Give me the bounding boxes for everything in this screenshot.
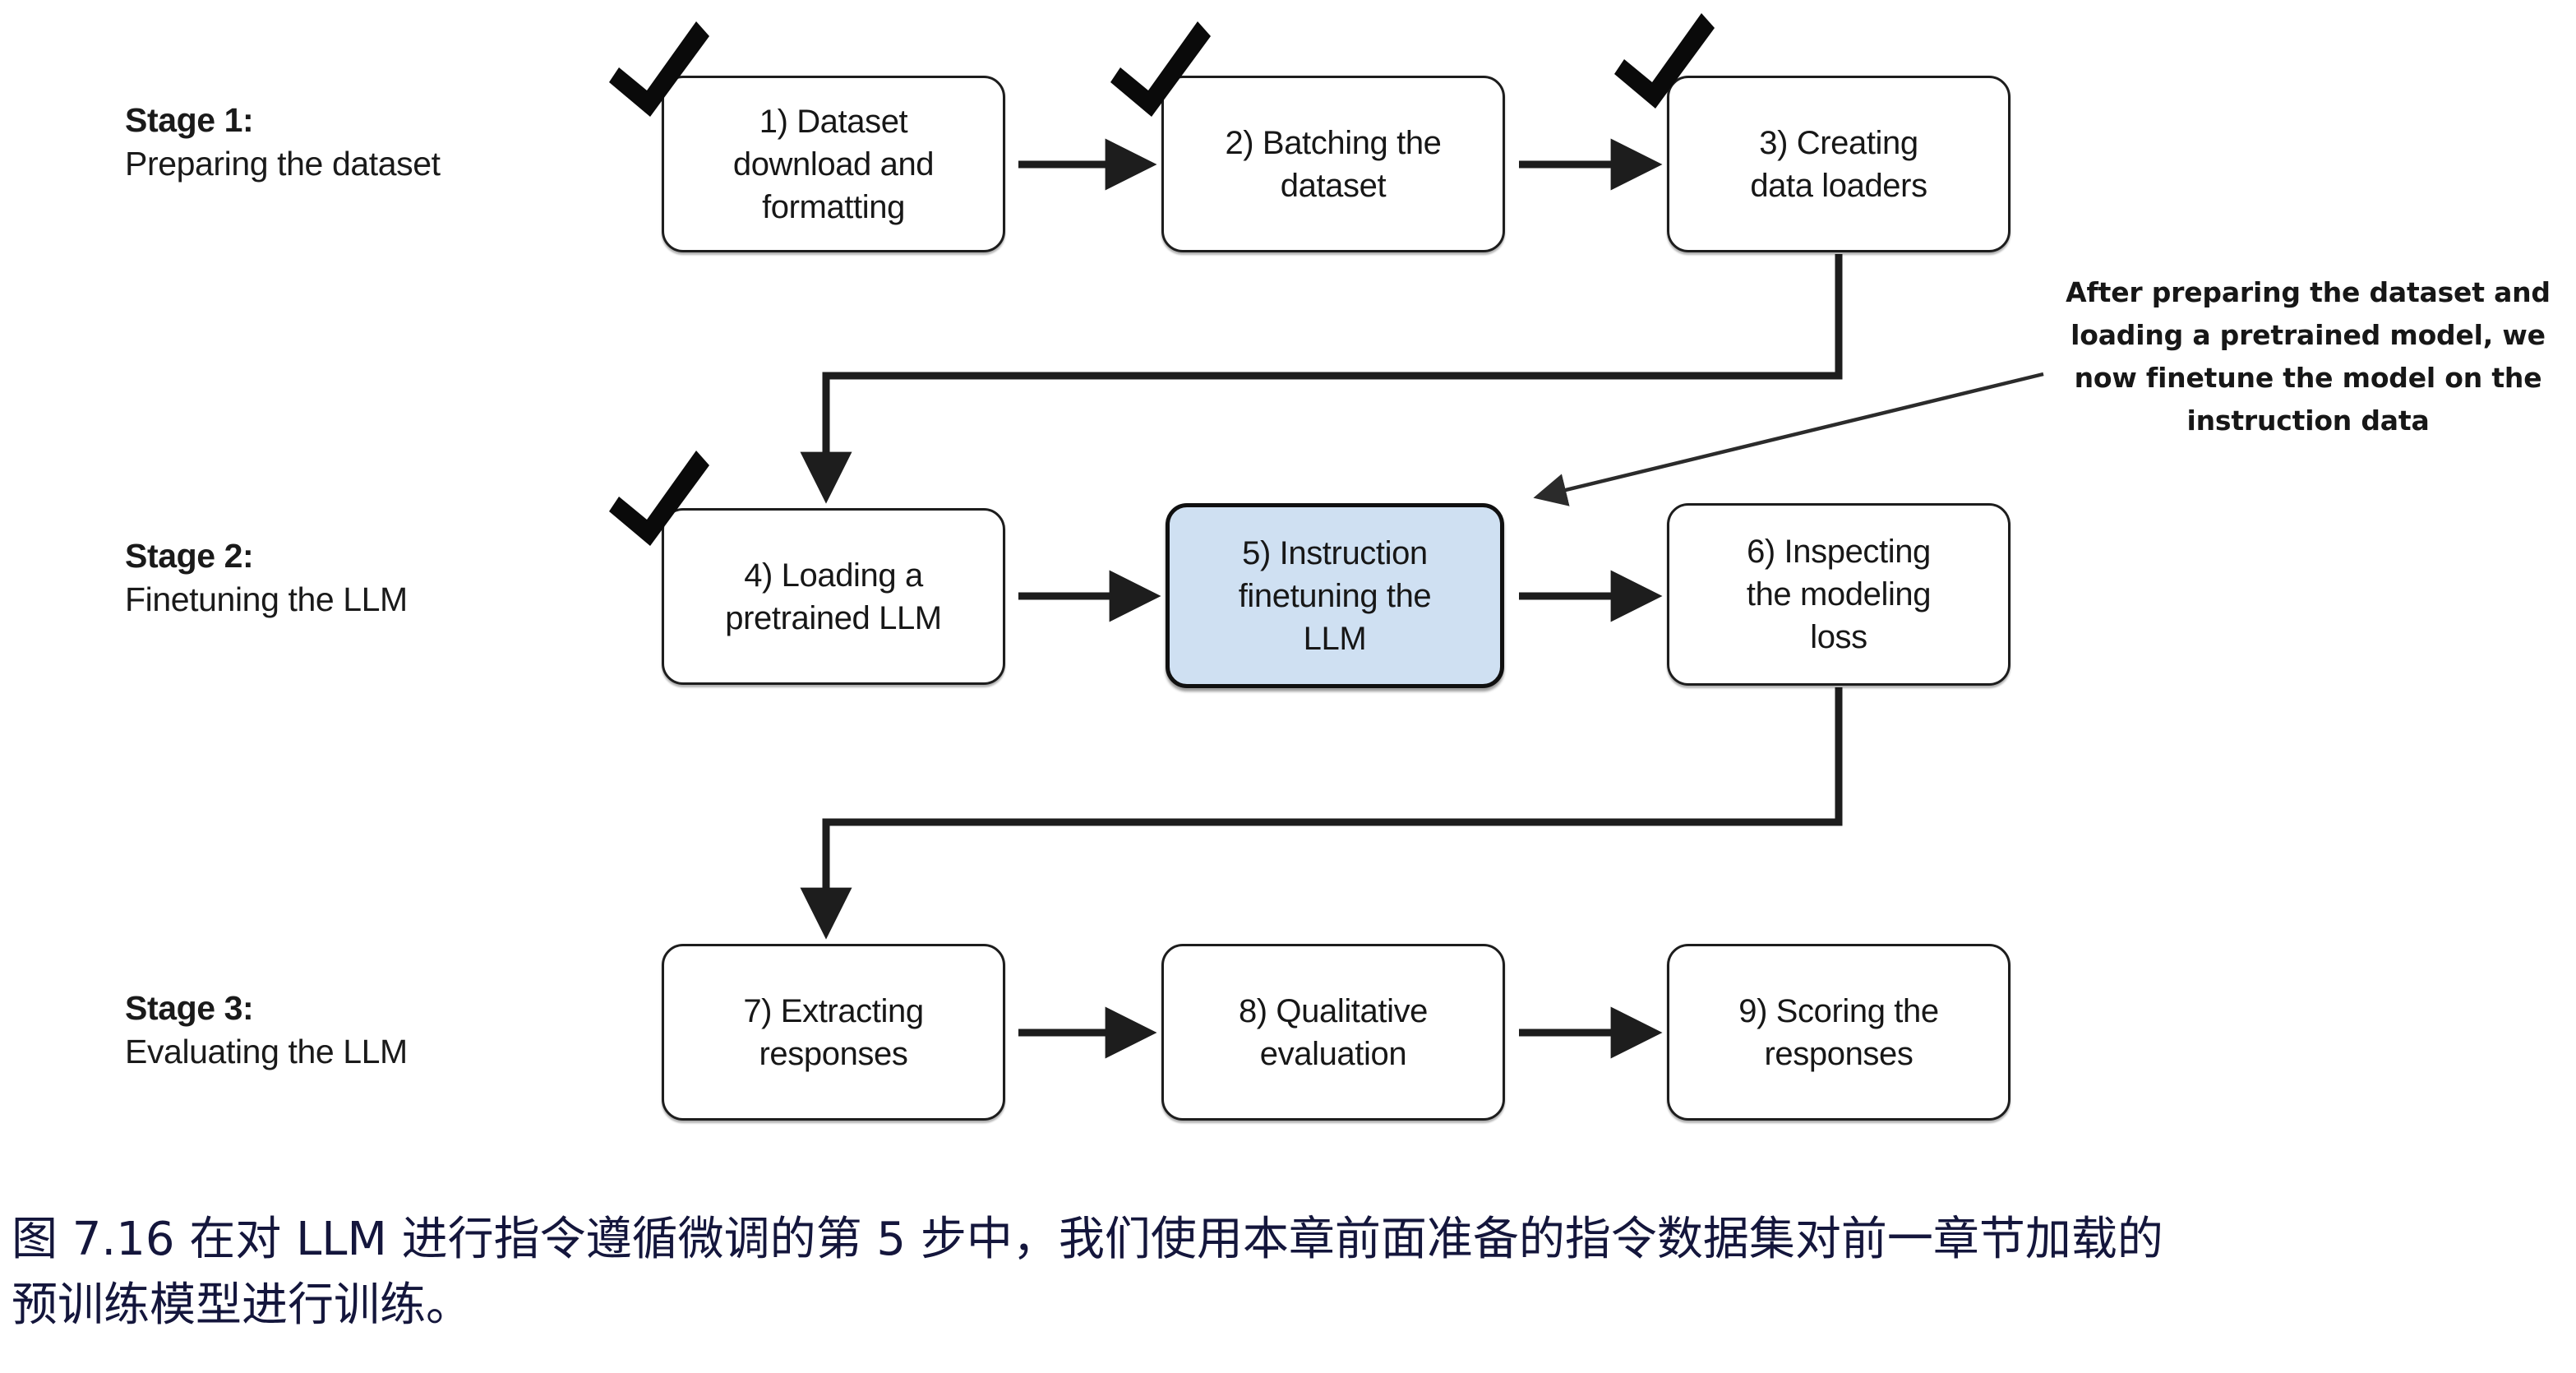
- step-box-3[interactable]: 3) Creating data loaders: [1667, 76, 2010, 252]
- stage-1-subtitle: Preparing the dataset: [125, 145, 441, 183]
- step-box-8-label: 8) Qualitative evaluation: [1238, 992, 1429, 1072]
- figure-caption-line-2: 预训练模型进行训练。: [12, 1278, 472, 1332]
- stage-3-subtitle: Evaluating the LLM: [125, 1033, 408, 1071]
- step-box-5-label: 5) Instruction finetuning the LLM: [1238, 534, 1432, 657]
- stage-3-label: Stage 3: Evaluating the LLM: [125, 987, 408, 1075]
- figure-caption: 图 7.16 在对 LLM 进行指令遵循微调的第 5 步中，我们使用本章前面准备…: [12, 1207, 2560, 1338]
- stage-2-title: Stage 2:: [125, 537, 254, 575]
- figure-caption-line-1: 图 7.16 在对 LLM 进行指令遵循微调的第 5 步中，我们使用本章前面准备…: [12, 1213, 2163, 1266]
- stage-2-label: Stage 2: Finetuning the LLM: [125, 534, 408, 622]
- step-box-1-label: 1) Dataset download and formatting: [732, 103, 935, 225]
- arrow-3-to-4: [800, 254, 1843, 504]
- step-box-4-label: 4) Loading a pretrained LLM: [725, 557, 942, 636]
- step-box-4[interactable]: 4) Loading a pretrained LLM: [662, 508, 1005, 685]
- annotation-note: After preparing the dataset and loading …: [2066, 276, 2551, 437]
- annotation-pointer-arrow: [1533, 372, 2044, 506]
- step-box-9[interactable]: 9) Scoring the responses: [1667, 944, 2010, 1121]
- stage-3-title: Stage 3:: [125, 989, 254, 1027]
- step-box-1[interactable]: 1) Dataset download and formatting: [662, 76, 1005, 252]
- stage-1-title: Stage 1:: [125, 101, 254, 139]
- step-box-2[interactable]: 2) Batching the dataset: [1161, 76, 1505, 252]
- step-box-3-label: 3) Creating data loaders: [1750, 124, 1927, 204]
- step-box-6[interactable]: 6) Inspecting the modeling loss: [1667, 503, 2010, 686]
- step-box-7[interactable]: 7) Extracting responses: [662, 944, 1005, 1121]
- step-box-6-label: 6) Inspecting the modeling loss: [1746, 534, 1932, 655]
- arrow-6-to-7: [800, 687, 1843, 940]
- step-box-9-label: 9) Scoring the responses: [1738, 992, 1939, 1072]
- stage-1-label: Stage 1: Preparing the dataset: [125, 99, 441, 187]
- step-box-5[interactable]: 5) Instruction finetuning the LLM: [1166, 503, 1504, 688]
- step-box-7-label: 7) Extracting responses: [743, 992, 924, 1072]
- step-box-2-label: 2) Batching the dataset: [1225, 124, 1442, 204]
- step-box-8[interactable]: 8) Qualitative evaluation: [1161, 944, 1505, 1121]
- stage-2-subtitle: Finetuning the LLM: [125, 580, 408, 619]
